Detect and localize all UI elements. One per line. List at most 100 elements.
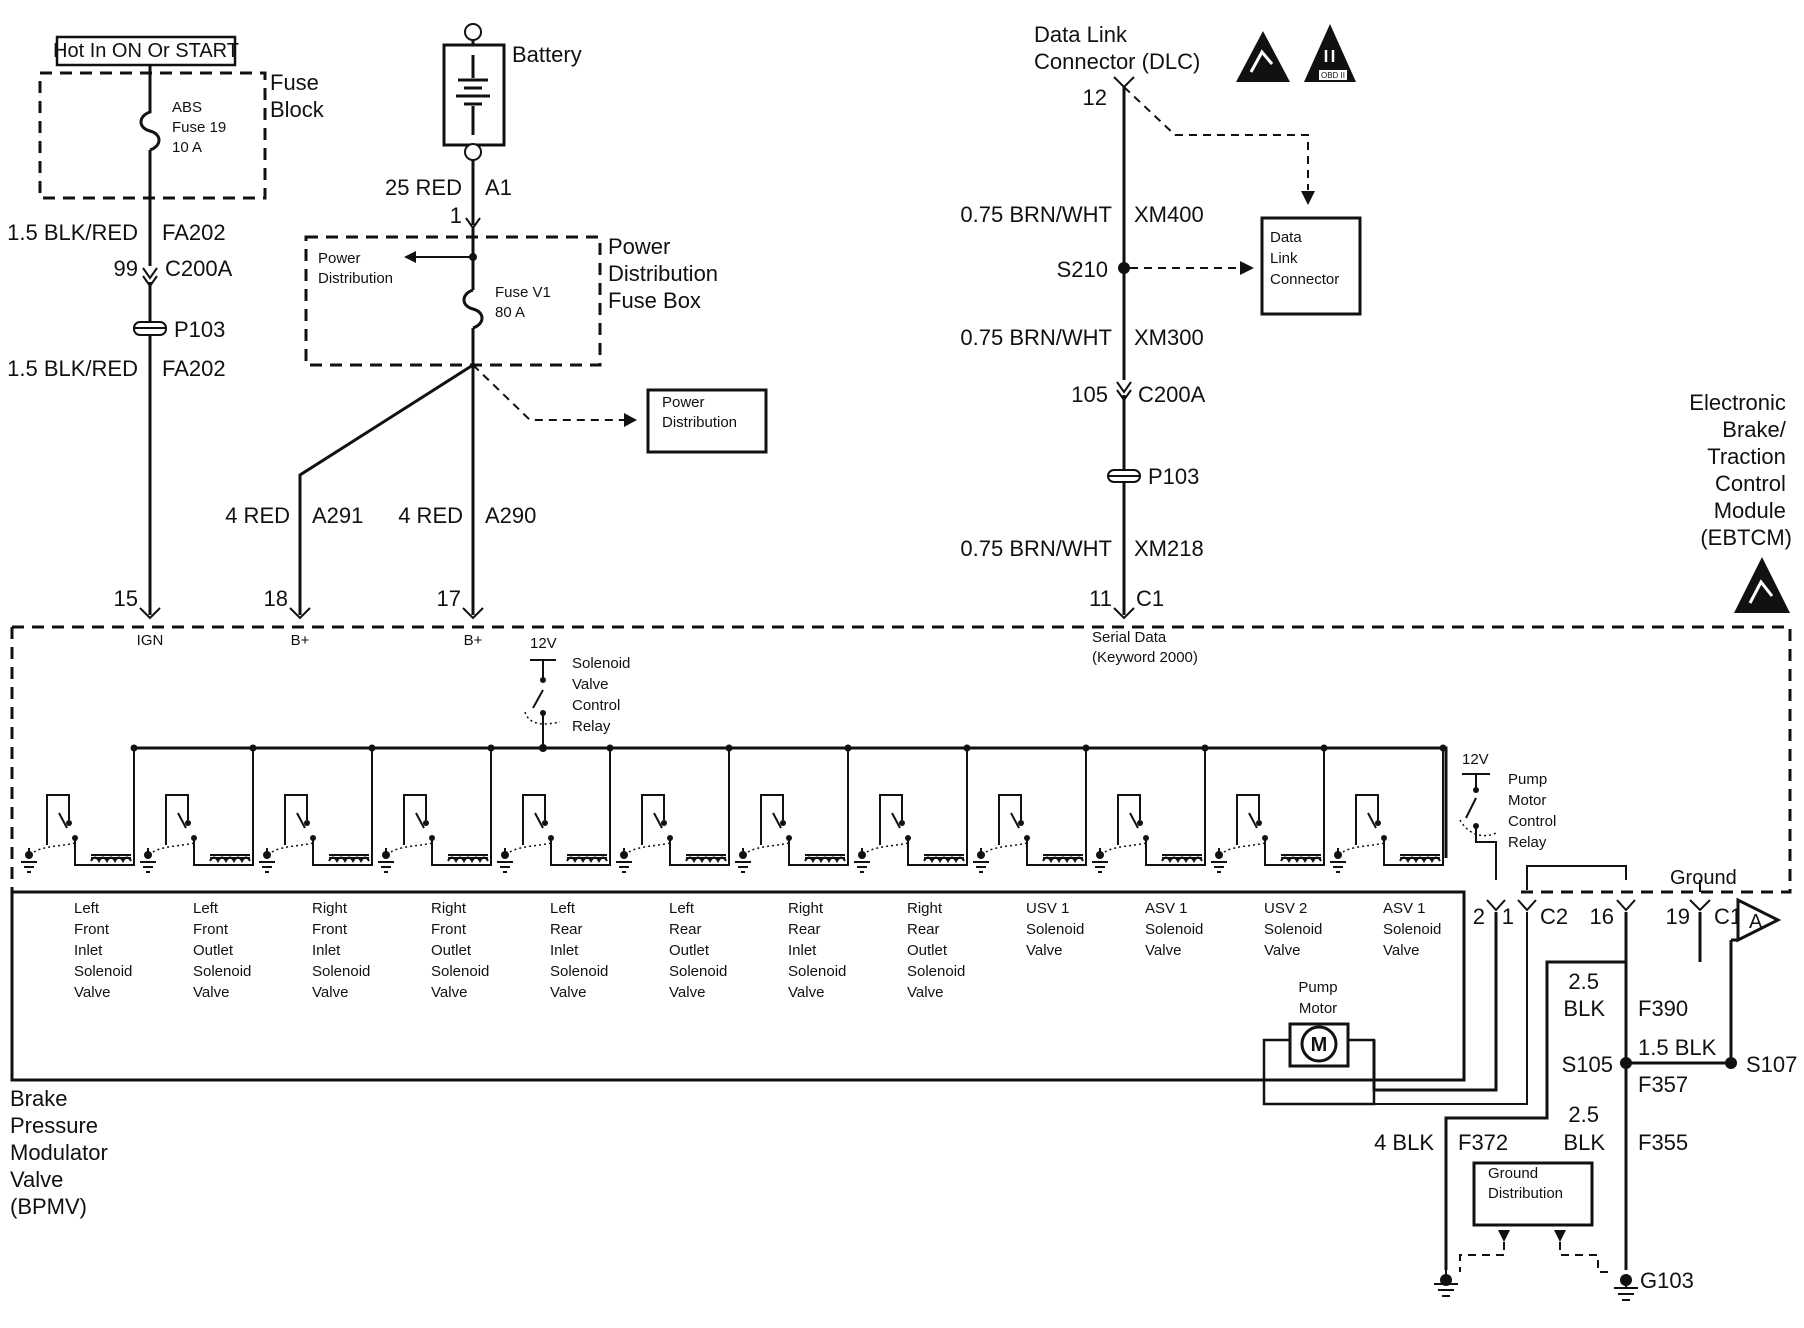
motor-icon (1300, 1025, 1338, 1063)
svg-text:B+: B+ (291, 632, 310, 649)
svg-text:2: 2 (1473, 904, 1485, 929)
esd-warning-icon-ebtcm (1734, 557, 1790, 613)
svg-text:16: 16 (1590, 904, 1614, 929)
svg-text:P103: P103 (1148, 464, 1199, 489)
fuse-v1-symbol (462, 288, 484, 330)
svg-text:C200A: C200A (165, 256, 233, 281)
valve-circuit (378, 744, 495, 873)
svg-text:1: 1 (1502, 904, 1514, 929)
valve-circuit (259, 744, 376, 873)
valve-circuit (21, 744, 138, 873)
svg-text:S210: S210 (1057, 257, 1108, 282)
connector-c200a-left: 99 C200A (114, 256, 233, 288)
obd-ii-icon: OBD II (1304, 24, 1356, 82)
valve-circuit (854, 744, 971, 873)
svg-text:B+: B+ (464, 632, 483, 649)
svg-text:IGN: IGN (137, 632, 164, 649)
connector-p103-right: P103 (1107, 464, 1199, 489)
svg-text:19: 19 (1666, 904, 1690, 929)
svg-text:105: 105 (1071, 382, 1108, 407)
esd-warning-icon (1236, 31, 1290, 82)
valve-circuit (1211, 744, 1328, 873)
ebtcm-title: Electronic Brake/ Traction Control Modul… (1689, 390, 1792, 550)
svg-text:C1: C1 (1136, 586, 1164, 611)
svg-text:15: 15 (114, 586, 138, 611)
valve-circuits (21, 744, 1447, 873)
svg-text:17: 17 (437, 586, 461, 611)
ground-label: Ground (1670, 867, 1737, 889)
connector-c200a-right: 105 C200A (1071, 381, 1206, 407)
svg-text:11: 11 (1089, 586, 1112, 611)
hot-in-on-or-start-label: Hot In ON Or START (53, 40, 239, 62)
svg-text:P103: P103 (174, 317, 225, 342)
svg-text:12V: 12V (1462, 751, 1489, 768)
splice-s105 (1620, 1057, 1632, 1069)
battery-label: Battery (512, 42, 582, 67)
pin-a1-number: 1 (450, 203, 462, 228)
svg-text:G103: G103 (1640, 1268, 1694, 1293)
valve-circuit (1330, 744, 1447, 873)
svg-text:18: 18 (264, 586, 288, 611)
svg-text:S105: S105 (1562, 1052, 1613, 1077)
splice-s210 (1118, 262, 1130, 274)
ground-symbol-left (1434, 1270, 1458, 1297)
valve-circuit (140, 744, 257, 873)
valve-circuit (616, 744, 733, 873)
svg-text:99: 99 (114, 256, 138, 281)
valve-circuit (1092, 744, 1209, 873)
valve-circuit (497, 744, 614, 873)
dlc-pin-number: 12 (1083, 85, 1107, 110)
ebtcm-housing (10, 625, 1792, 894)
valve-circuit (735, 744, 852, 873)
svg-text:OBD II: OBD II (1321, 71, 1345, 80)
offpage-connector-a: A (1731, 897, 1782, 943)
svg-text:12V: 12V (530, 635, 557, 652)
serial-data-label: Serial Data(Keyword 2000) (1092, 629, 1198, 666)
connector-p103-left: P103 (133, 317, 225, 342)
bpmv-housing: Brake Pressure Modulator Valve (BPMV) (10, 890, 1466, 1219)
bpmv-title: Brake Pressure Modulator Valve (BPMV) (10, 1086, 114, 1219)
ebtcm-top-pins: 15 18 17 11 C1 IGN B+ B+ Serial Data(Key… (114, 586, 1198, 666)
